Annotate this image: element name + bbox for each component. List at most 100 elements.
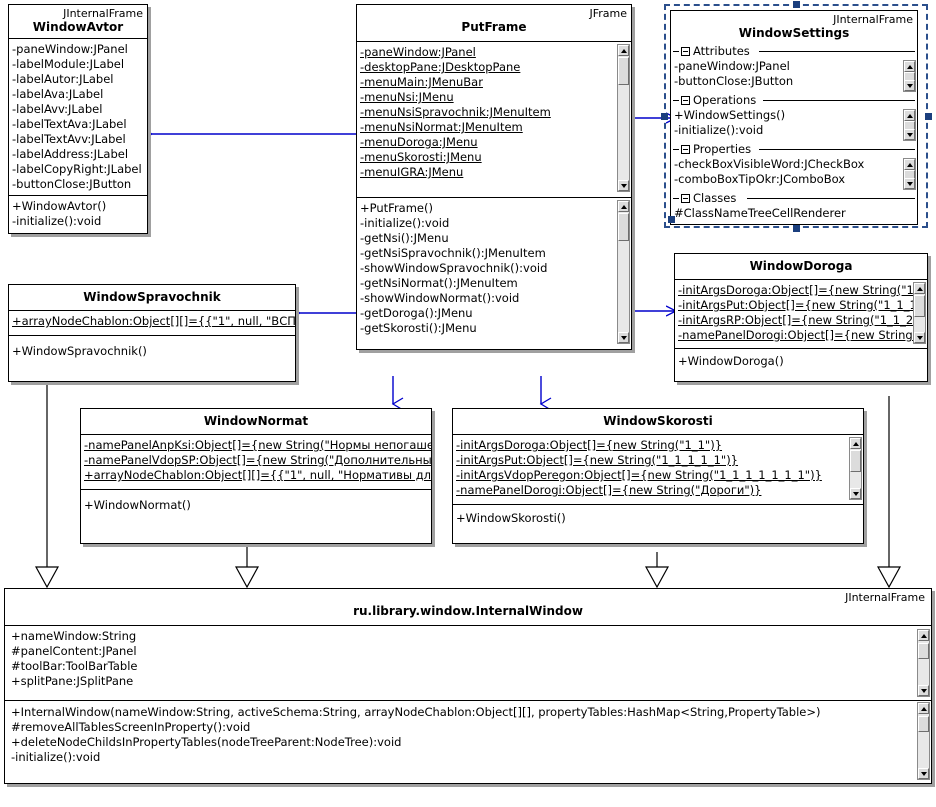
scroll-up-button[interactable] xyxy=(918,630,929,641)
operation-item: -getNsiSpravochnik():JMenuItem xyxy=(360,246,546,260)
class-header: WindowSpravochnik xyxy=(9,285,295,311)
class-name: WindowSettings xyxy=(738,26,850,40)
attributes-scrollbar[interactable] xyxy=(849,437,862,500)
attribute-item: +arrayNodeChablon:Object[][]={{"1", null… xyxy=(84,468,431,482)
group-rule-right xyxy=(763,100,915,101)
operation-item: +WindowSettings() xyxy=(674,108,786,122)
scroll-down-button[interactable] xyxy=(918,768,929,779)
group-body-attributes: -paneWindow:JPanel -buttonClose:JButton xyxy=(671,59,917,93)
scroll-up-button[interactable] xyxy=(618,201,629,212)
attributes-scrollbar[interactable] xyxy=(917,629,930,697)
collapse-icon[interactable] xyxy=(681,194,690,203)
attribute-item: +nameWindow:String xyxy=(11,629,137,643)
properties-scrollbar[interactable] xyxy=(903,158,916,190)
class-window-skorosti[interactable]: WindowSkorosti -initArgsDoroga:Object[]=… xyxy=(452,408,864,544)
attribute-item: -namePanelVdopSP:Object[]={new String("Д… xyxy=(84,453,431,467)
attribute-item: -buttonClose:JButton xyxy=(674,74,794,88)
operations-compartment: +WindowSpravochnik() xyxy=(9,336,295,381)
operation-item: +WindowSpravochnik() xyxy=(12,344,147,358)
class-window-spravochnik[interactable]: WindowSpravochnik +arrayNodeChablon:Obje… xyxy=(8,284,296,382)
group-body-classes: #ClassNameTreeCellRenderer xyxy=(671,206,917,224)
operations-scrollbar[interactable] xyxy=(617,200,630,344)
scroll-down-button[interactable] xyxy=(914,332,925,343)
group-header-attributes[interactable]: Attributes xyxy=(671,44,917,59)
attribute-item: +arrayNodeChablon:Object[][]={{"1", null… xyxy=(12,314,295,328)
class-header: JInternalFrame WindowAvtor xyxy=(9,5,147,39)
operation-item: +WindowSkorosti() xyxy=(456,511,566,525)
group-rule-right xyxy=(747,198,915,199)
selection-handle-bottom[interactable] xyxy=(793,225,800,232)
scrollbar-thumb[interactable] xyxy=(850,450,861,472)
group-rule-left xyxy=(673,100,679,101)
scroll-up-button[interactable] xyxy=(850,438,861,449)
scroll-down-button[interactable] xyxy=(918,685,929,696)
scroll-up-button[interactable] xyxy=(904,110,915,121)
selection-handle-top[interactable] xyxy=(793,1,800,8)
stereotype-label: JInternalFrame xyxy=(63,7,143,20)
attributes-scrollbar[interactable] xyxy=(903,60,916,92)
group-body-operations: +WindowSettings() -initialize():void xyxy=(671,108,917,142)
group-label: Classes xyxy=(693,191,737,205)
scrollbar-thumb[interactable] xyxy=(618,213,629,241)
class-header: JInternalFrame WindowSettings xyxy=(671,11,917,44)
attribute-item: -menuSkorosti:JMenu xyxy=(360,150,482,164)
scroll-down-button[interactable] xyxy=(904,178,915,189)
class-put-frame[interactable]: JFrame PutFrame -paneWindow:JPanel -desk… xyxy=(356,4,632,350)
scroll-up-button[interactable] xyxy=(618,45,629,56)
attribute-item: -namePanelDorogi:Object[]={new String("Д… xyxy=(456,483,762,497)
operation-item: -initialize():void xyxy=(11,750,101,764)
attribute-item: -menuIGRA:JMenu xyxy=(360,165,464,179)
selection-handle-left[interactable] xyxy=(661,113,668,120)
attribute-item: -namePanelAnpKsi:Object[]={new String("Н… xyxy=(84,438,431,452)
class-window-normat[interactable]: WindowNormat -namePanelAnpKsi:Object[]={… xyxy=(80,408,432,544)
scroll-down-button[interactable] xyxy=(904,129,915,140)
scroll-up-button[interactable] xyxy=(904,159,915,170)
operation-item: +PutFrame() xyxy=(360,201,433,215)
selection-handle-right[interactable] xyxy=(925,113,932,120)
scroll-up-button[interactable] xyxy=(904,61,915,72)
attributes-compartment: -paneWindow:JPanel -labelModule:JLabel -… xyxy=(9,39,147,196)
attributes-scrollbar[interactable] xyxy=(913,282,926,344)
operations-scrollbar[interactable] xyxy=(903,109,916,141)
scrollbar-thumb[interactable] xyxy=(918,716,929,732)
scrollbar-thumb[interactable] xyxy=(918,643,929,659)
scrollbar-thumb[interactable] xyxy=(914,295,925,317)
selection-handle-corner[interactable] xyxy=(668,216,675,223)
scroll-down-button[interactable] xyxy=(618,332,629,343)
attribute-item: -initArgsVdopPeregon:Object[]={new Strin… xyxy=(456,468,822,482)
operations-scrollbar[interactable] xyxy=(917,702,930,780)
operations-compartment: +WindowNormat() xyxy=(81,490,431,543)
attribute-item: -labelAvv:JLabel xyxy=(12,102,103,116)
operation-item: +WindowDoroga() xyxy=(678,354,784,368)
scroll-up-button[interactable] xyxy=(914,283,925,294)
stereotype-label: JFrame xyxy=(589,7,627,20)
attribute-item: -initArgsRP:Object[]={new String("1_1_2_ xyxy=(678,313,919,327)
attribute-item: -labelAddress:JLabel xyxy=(12,147,129,161)
scroll-down-button[interactable] xyxy=(850,488,861,499)
attributes-scrollbar[interactable] xyxy=(617,44,630,192)
attribute-item: -labelTextAvv:JLabel xyxy=(12,132,126,146)
class-internal-window[interactable]: JInternalFrame ru.library.window.Interna… xyxy=(4,588,932,784)
class-name: WindowSpravochnik xyxy=(83,290,221,304)
collapse-icon[interactable] xyxy=(681,145,690,154)
group-header-classes[interactable]: Classes xyxy=(671,191,917,206)
attributes-compartment: -initArgsDoroga:Object[]={new String("1_… xyxy=(675,280,927,349)
scroll-up-button[interactable] xyxy=(918,703,929,714)
attribute-item: -menuNsiNormat:JMenuItem xyxy=(360,120,523,134)
group-header-properties[interactable]: Properties xyxy=(671,142,917,157)
collapse-icon[interactable] xyxy=(681,47,690,56)
attribute-item: -initArgsPut:Object[]={new String("1_1_1… xyxy=(456,453,739,467)
generalization-windowskorosti xyxy=(644,552,670,589)
class-window-settings[interactable]: JInternalFrame WindowSettings Attributes… xyxy=(670,10,918,225)
class-window-doroga[interactable]: WindowDoroga -initArgsDoroga:Object[]={n… xyxy=(674,253,928,382)
collapse-icon[interactable] xyxy=(681,96,690,105)
class-window-avtor[interactable]: JInternalFrame WindowAvtor -paneWindow:J… xyxy=(8,4,148,234)
operation-item: -initialize():void xyxy=(674,123,764,137)
group-header-operations[interactable]: Operations xyxy=(671,93,917,108)
scrollbar-thumb[interactable] xyxy=(618,57,629,85)
scroll-down-button[interactable] xyxy=(618,180,629,191)
stereotype-label: JInternalFrame xyxy=(845,591,925,604)
attribute-item: #panelContent:JPanel xyxy=(11,644,137,658)
scroll-down-button[interactable] xyxy=(904,80,915,91)
